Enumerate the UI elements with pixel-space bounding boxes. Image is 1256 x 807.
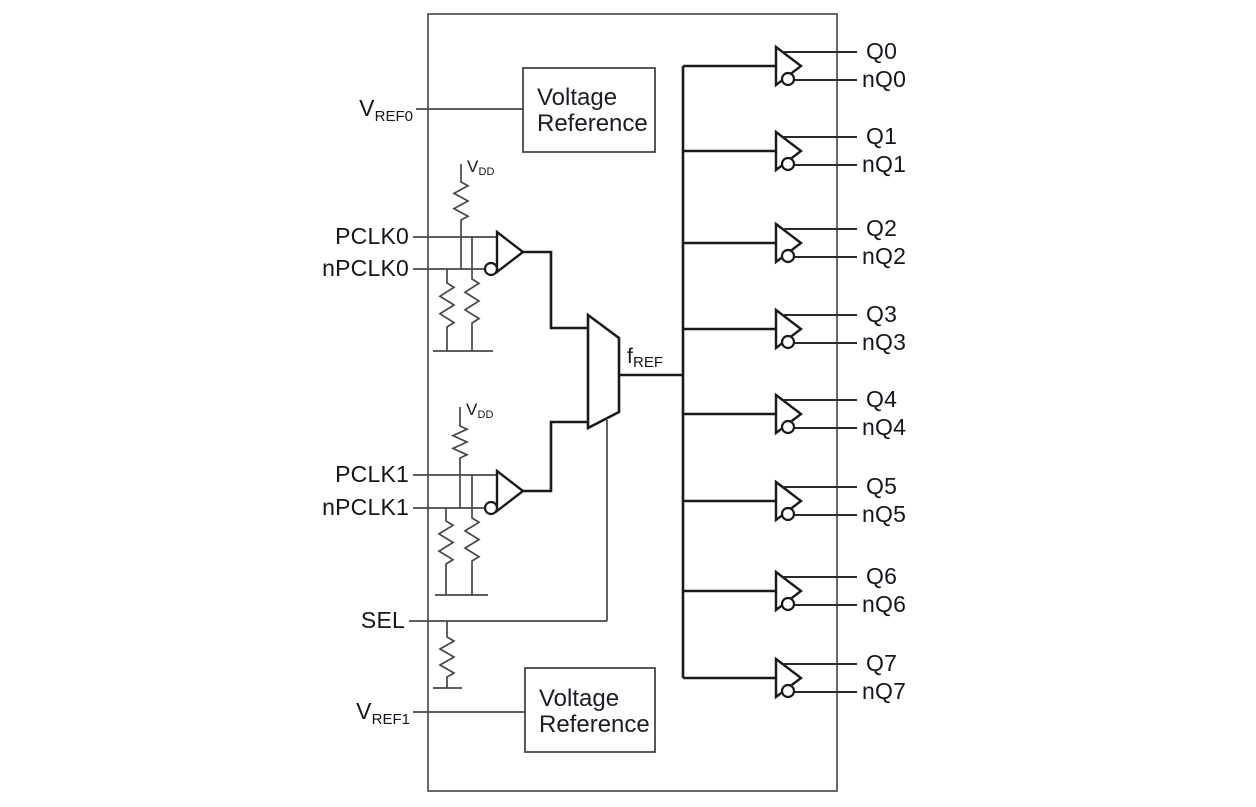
output-buffers: [683, 44, 857, 700]
inversion-bubble: [483, 500, 499, 516]
wire-sel: [409, 420, 608, 622]
output-label-nq1: nQ1: [862, 151, 907, 178]
output-buffer-1: [683, 129, 857, 173]
vr-top-line1: Voltage: [537, 84, 618, 111]
output-label-nq6: nQ6: [862, 591, 907, 618]
pin-label-pclk1: PCLK1: [335, 461, 409, 488]
inversion-bubble: [780, 248, 796, 264]
inversion-bubble: [780, 683, 796, 699]
vdd-label-bottom: VDD: [466, 400, 494, 422]
buffer-triangle: [495, 229, 525, 275]
voltage-reference-box-top: [522, 67, 656, 153]
pin-label-vref1: VREF1: [356, 698, 410, 729]
output-buffer-5: [683, 479, 857, 523]
inversion-bubble: [780, 71, 796, 87]
pullup-resistor-npclk0: [452, 164, 470, 269]
pulldown-resistor-pclk0: [463, 237, 481, 351]
output-label-q6: Q6: [866, 563, 898, 590]
vr-top-line2: Reference: [537, 110, 648, 137]
thin-wires: [409, 108, 608, 713]
pullup-resistor-npclk1: [450, 407, 470, 508]
output-label-q2: Q2: [866, 215, 898, 242]
inversion-bubble: [780, 334, 796, 350]
inversion-bubble: [780, 419, 796, 435]
output-buffer-0: [683, 44, 857, 88]
vr-bottom-line2: Reference: [539, 711, 650, 738]
inversion-bubble: [780, 596, 796, 612]
output-label-nq0: nQ0: [862, 66, 907, 93]
output-label-nq7: nQ7: [862, 678, 907, 705]
input-buffer-pclk0: [483, 229, 525, 277]
pulldown-resistor-npclk1: [437, 508, 455, 595]
buffer-triangle: [495, 468, 525, 514]
pin-label-pclk0: PCLK0: [335, 223, 409, 250]
vr-bottom-line1: Voltage: [539, 685, 620, 712]
pin-label-npclk0: nPCLK0: [322, 255, 409, 282]
output-label-q7: Q7: [866, 650, 898, 677]
wire-buffer0-to-mux: [523, 250, 588, 330]
output-label-nq4: nQ4: [862, 414, 907, 441]
input-buffer-pclk1: [483, 468, 525, 516]
output-buffer-2: [683, 221, 857, 265]
voltage-reference-box-bottom: [524, 667, 656, 753]
wire-buffer1-to-mux: [523, 420, 588, 493]
mux: [586, 312, 621, 431]
pulldown-resistor-pclk1: [463, 475, 481, 595]
output-label-q1: Q1: [866, 123, 898, 150]
pulldown-resistor-npclk0: [438, 269, 456, 351]
output-label-q4: Q4: [866, 386, 898, 413]
pin-label-npclk1: nPCLK1: [322, 494, 409, 521]
voltage-reference-text-bottom: Voltage Reference: [539, 686, 650, 738]
output-label-q0: Q0: [866, 38, 898, 65]
inversion-bubble: [780, 156, 796, 172]
output-buffer-4: [683, 392, 857, 436]
bias-resistors: [437, 164, 481, 688]
output-label-nq2: nQ2: [862, 243, 907, 270]
output-label-q3: Q3: [866, 301, 898, 328]
bold-wires: [523, 66, 685, 678]
output-buffer-7: [683, 656, 857, 700]
output-buffer-3: [683, 307, 857, 351]
output-buffer-6: [683, 569, 857, 613]
pulldown-resistor-sel: [438, 621, 456, 688]
output-label-q5: Q5: [866, 473, 898, 500]
output-label-nq3: nQ3: [862, 329, 907, 356]
pin-label-sel: SEL: [360, 607, 405, 634]
inversion-bubble: [483, 261, 499, 277]
pin-label-vref0: VREF0: [359, 95, 413, 126]
fref-label: fREF: [627, 345, 664, 372]
chip-outline: [427, 13, 838, 792]
inversion-bubble: [780, 506, 796, 522]
output-label-nq5: nQ5: [862, 501, 907, 528]
vdd-label-top: VDD: [467, 157, 495, 179]
voltage-reference-text-top: Voltage Reference: [537, 85, 648, 137]
